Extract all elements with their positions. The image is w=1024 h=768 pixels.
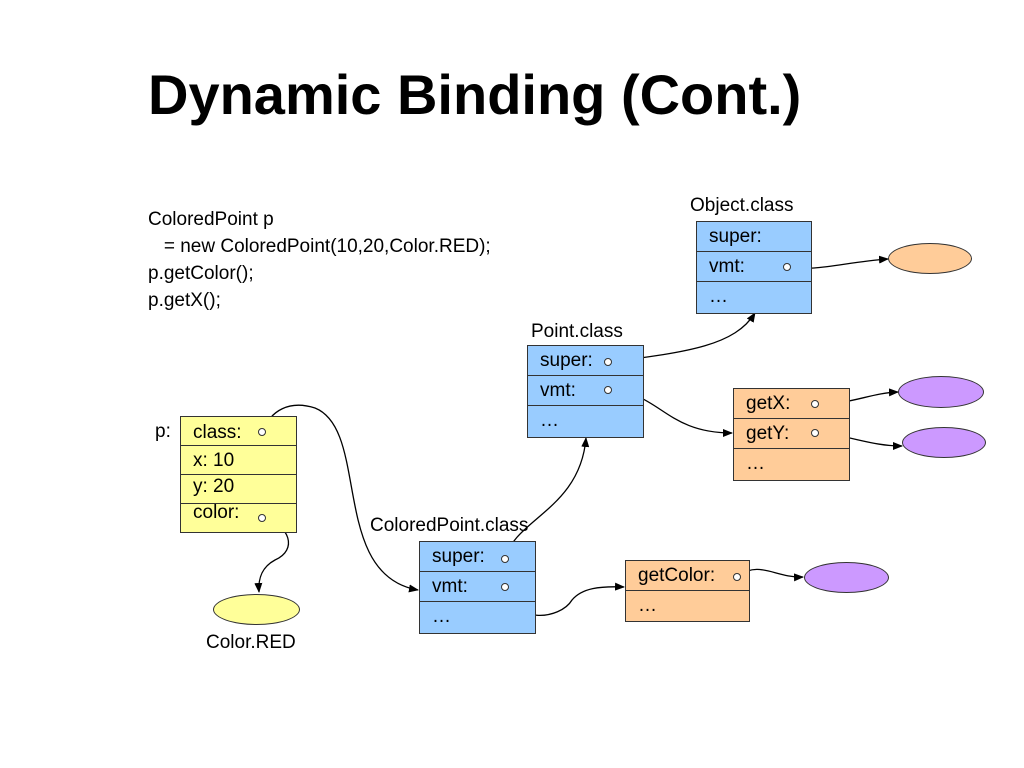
point-class-box: super: vmt: … — [527, 345, 644, 438]
object-more-row: … — [709, 286, 728, 307]
coloredpoint-super-row: super: — [420, 542, 535, 572]
getcolor-pointer-dot — [733, 573, 741, 581]
coloredpoint-more-row: … — [432, 606, 451, 627]
object-super-row: super: — [697, 222, 811, 252]
coloredpoint-super-pointer-dot — [501, 555, 509, 563]
vmt-more-row: … — [746, 453, 765, 474]
coloredpoint-class-box: super: vmt: … — [419, 541, 536, 634]
code-snippet: ColoredPoint p = new ColoredPoint(10,20,… — [148, 206, 491, 314]
slide-title: Dynamic Binding (Cont.) — [148, 63, 802, 126]
color-row: color: — [193, 502, 240, 523]
object-vmt-row: vmt: — [697, 252, 811, 282]
getcolor-row: getColor: — [626, 561, 749, 591]
instance-box: class: x: 10 y: 20 color: — [180, 416, 297, 533]
coloredpoint-vmt-pointer-dot — [501, 583, 509, 591]
getcolor-method-ellipse — [804, 562, 889, 593]
object-class-box: super: vmt: … — [696, 221, 812, 314]
color-red-label: Color.RED — [206, 632, 296, 653]
point-vmt-pointer-dot — [604, 386, 612, 394]
coloredpoint-vmt-row: vmt: — [420, 572, 535, 602]
gety-pointer-dot — [811, 429, 819, 437]
object-vmt-ellipse — [888, 243, 972, 274]
point-vmt-row: vmt: — [528, 376, 643, 406]
code-line: = new ColoredPoint(10,20,Color.RED); — [148, 236, 491, 257]
getx-row: getX: — [734, 389, 849, 419]
cp-vmt-more-row: … — [638, 595, 657, 616]
class-pointer-dot — [258, 428, 266, 436]
x-row: x: 10 — [181, 446, 296, 475]
class-row: class: — [181, 417, 296, 446]
color-pointer-dot — [258, 514, 266, 522]
object-class-label: Object.class — [690, 195, 794, 216]
instance-label: p: — [155, 421, 171, 442]
point-super-pointer-dot — [604, 358, 612, 366]
point-vmt-box: getX: getY: … — [733, 388, 850, 481]
gety-row: getY: — [734, 419, 849, 449]
code-line: ColoredPoint p — [148, 209, 274, 230]
code-line: p.getColor(); — [148, 263, 254, 284]
coloredpoint-class-label: ColoredPoint.class — [370, 515, 529, 536]
y-row: y: 20 — [181, 475, 296, 504]
gety-method-ellipse — [902, 427, 986, 458]
class-pointer-arrow — [262, 404, 419, 593]
point-super-row: super: — [528, 346, 643, 376]
getx-method-ellipse — [898, 376, 984, 408]
coloredpoint-vmt-box: getColor: … — [625, 560, 750, 622]
code-line: p.getX(); — [148, 290, 221, 311]
point-more-row: … — [540, 410, 559, 431]
point-class-label: Point.class — [531, 321, 623, 342]
getx-pointer-dot — [811, 400, 819, 408]
object-vmt-pointer-dot — [783, 263, 791, 271]
color-red-ellipse — [213, 594, 300, 625]
